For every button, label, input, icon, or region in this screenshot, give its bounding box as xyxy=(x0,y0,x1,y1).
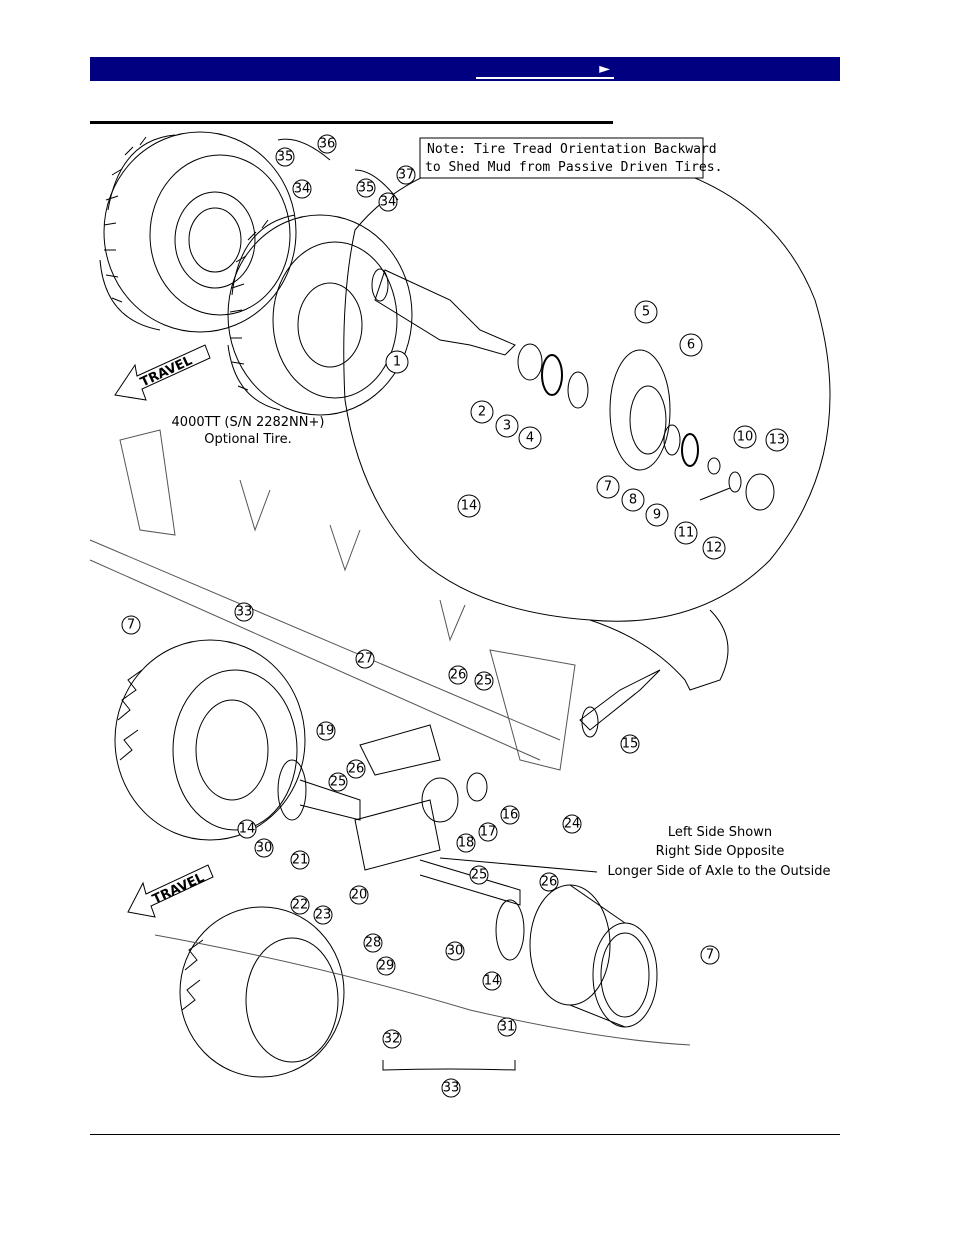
tire-32 xyxy=(179,906,345,1078)
note-line-2: to Shed Mud from Passive Driven Tires. xyxy=(425,160,722,175)
footer-rule xyxy=(90,1134,840,1135)
callout-30: 30 xyxy=(447,944,464,959)
dual-tire-front xyxy=(227,214,413,416)
title-rule xyxy=(90,121,613,124)
callout-27: 27 xyxy=(357,652,374,667)
header-bar: ► xyxy=(90,57,840,81)
callout-29: 29 xyxy=(378,959,395,974)
optional-tire-line-2: Optional Tire. xyxy=(204,432,291,447)
callout-34: 34 xyxy=(380,195,397,210)
callout-7: 7 xyxy=(706,948,714,963)
callout-33: 33 xyxy=(443,1081,460,1096)
callout-32: 32 xyxy=(384,1032,401,1047)
callout-25: 25 xyxy=(471,868,488,883)
travel-arrow-bottom xyxy=(127,864,214,918)
callout-25: 25 xyxy=(330,775,347,790)
callout-30: 30 xyxy=(256,841,273,856)
side-note-line-3: Longer Side of Axle to the Outside xyxy=(607,864,830,879)
callout-33: 33 xyxy=(236,605,253,620)
callout-25: 25 xyxy=(476,674,493,689)
callout-2: 2 xyxy=(478,405,486,420)
hub-assembly-left xyxy=(277,759,361,821)
travel-label-top: TRAVEL xyxy=(138,353,194,390)
callout-26: 26 xyxy=(348,762,365,777)
axle-tube xyxy=(579,669,661,738)
callout-6: 6 xyxy=(687,338,695,353)
callout-12: 12 xyxy=(706,541,723,556)
callout-7: 7 xyxy=(127,618,135,633)
callout-8: 8 xyxy=(629,493,637,508)
callout-13: 13 xyxy=(769,433,786,448)
callout-34: 34 xyxy=(294,182,311,197)
callout-14: 14 xyxy=(461,499,478,514)
side-note: Left Side Shown Right Side Opposite Long… xyxy=(607,825,830,879)
travel-label-bottom: TRAVEL xyxy=(150,870,206,907)
detail-circle xyxy=(343,149,831,691)
brace-33 xyxy=(382,1060,516,1071)
tire-33-upper xyxy=(114,639,306,841)
callout-26: 26 xyxy=(450,668,467,683)
ground-line xyxy=(154,934,691,1046)
callout-3: 3 xyxy=(503,419,511,434)
travel-arrow-top xyxy=(114,344,211,401)
callout-16: 16 xyxy=(502,808,519,823)
optional-tire-line-1: 4000TT (S/N 2282NN+) xyxy=(172,415,325,430)
side-note-leader xyxy=(439,857,598,873)
frame-beam xyxy=(89,429,576,771)
dual-tire-rear xyxy=(99,131,297,333)
note-box: Note: Tire Tread Orientation Backward to… xyxy=(419,137,722,179)
callout-26: 26 xyxy=(541,875,558,890)
callout-28: 28 xyxy=(365,936,382,951)
brace-36 xyxy=(277,138,331,161)
callout-37: 37 xyxy=(398,168,415,183)
callout-4: 4 xyxy=(526,431,534,446)
callout-10: 10 xyxy=(737,430,754,445)
callout-31: 31 xyxy=(499,1020,516,1035)
callout-18: 18 xyxy=(458,836,475,851)
side-note-line-2: Right Side Opposite xyxy=(656,844,785,859)
wheel-rim-31 xyxy=(495,884,658,1028)
callout-14: 14 xyxy=(484,974,501,989)
callout-20: 20 xyxy=(351,888,368,903)
callout-11: 11 xyxy=(678,526,695,541)
callout-17: 17 xyxy=(480,825,497,840)
callout-19: 19 xyxy=(318,724,335,739)
callout-14: 14 xyxy=(239,822,256,837)
callout-23: 23 xyxy=(315,908,332,923)
callouts xyxy=(121,134,789,1098)
pillow-block xyxy=(354,724,521,906)
callout-22: 22 xyxy=(292,898,309,913)
callout-35: 35 xyxy=(358,181,375,196)
next-page-link[interactable]: ► xyxy=(476,57,614,79)
optional-tire-label: 4000TT (S/N 2282NN+) Optional Tire. xyxy=(172,415,325,447)
callout-36: 36 xyxy=(319,137,336,152)
callout-9: 9 xyxy=(653,508,661,523)
callout-1: 1 xyxy=(393,355,401,370)
callout-7: 7 xyxy=(604,480,612,495)
side-note-line-1: Left Side Shown xyxy=(668,825,772,840)
callout-5: 5 xyxy=(642,305,650,320)
callout-24: 24 xyxy=(564,817,581,832)
callout-15: 15 xyxy=(622,737,639,752)
note-line-1: Note: Tire Tread Orientation Backward xyxy=(427,142,717,157)
callout-21: 21 xyxy=(292,853,309,868)
callout-35: 35 xyxy=(277,150,294,165)
spindle-assembly xyxy=(371,268,775,511)
